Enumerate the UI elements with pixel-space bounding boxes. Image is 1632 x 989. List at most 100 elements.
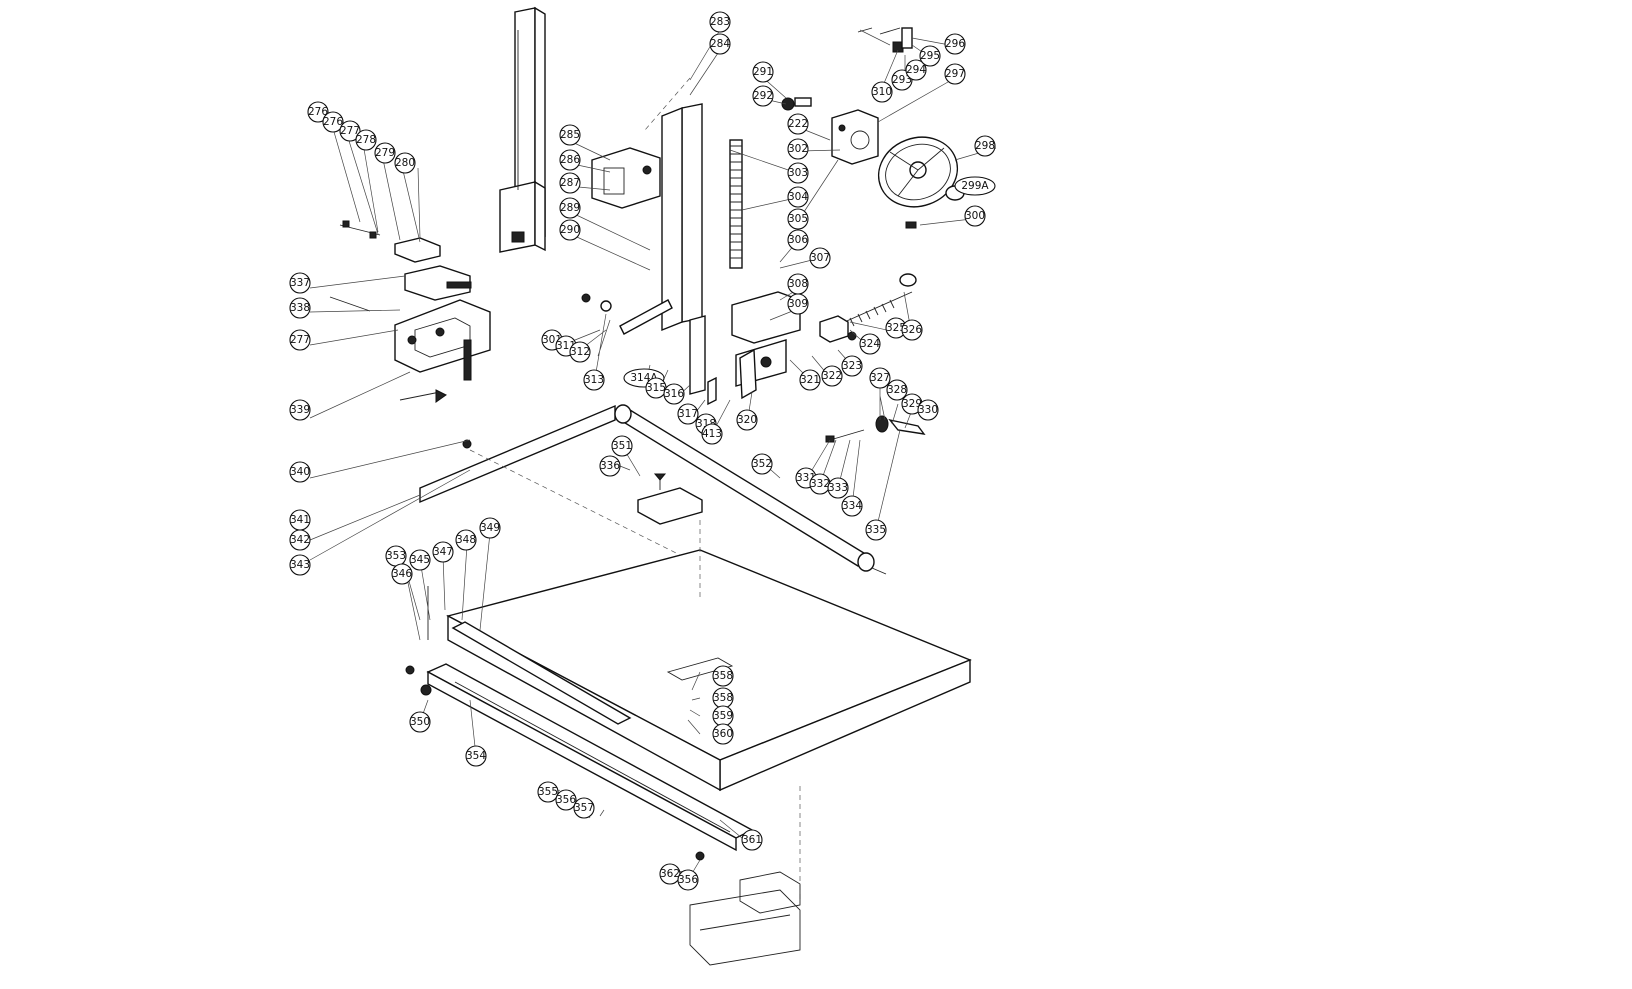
callout: 320 xyxy=(736,409,758,431)
callout: 345 xyxy=(409,549,431,571)
callout-ring xyxy=(339,120,361,142)
callout-label: 283 xyxy=(710,16,730,28)
callout-ring xyxy=(537,781,559,803)
callout: 356 xyxy=(677,869,699,891)
callout: 359 xyxy=(712,705,734,727)
callout-label: 356 xyxy=(556,794,576,806)
callout-label: 317 xyxy=(678,408,698,420)
callout-label: 337 xyxy=(290,277,310,289)
callout: 299A xyxy=(954,176,996,196)
callout-label: 276 xyxy=(323,116,343,128)
callout-ring xyxy=(432,541,454,563)
callout-ring xyxy=(409,711,431,733)
callout-label: 287 xyxy=(560,177,580,189)
callout-ring xyxy=(599,455,621,477)
callout-label: 310 xyxy=(872,86,892,98)
callout-ring xyxy=(964,205,986,227)
callout: 295 xyxy=(919,45,941,67)
callout-label: 345 xyxy=(410,554,430,566)
callout-label: 348 xyxy=(456,534,476,546)
callout-label: 362 xyxy=(660,868,680,880)
callout-label: 358 xyxy=(713,692,733,704)
callout-label: 361 xyxy=(742,834,762,846)
callout-label: 292 xyxy=(753,90,773,102)
callout-label: 354 xyxy=(466,750,486,762)
callout-label: 351 xyxy=(612,440,632,452)
callout: 326 xyxy=(901,319,923,341)
callout: 336 xyxy=(599,455,621,477)
pad xyxy=(637,473,703,525)
callout-ring xyxy=(569,341,591,363)
callout-ring xyxy=(391,563,413,585)
callout: 277 xyxy=(289,329,311,351)
callout-label: 338 xyxy=(290,302,310,314)
callout-ring xyxy=(919,45,941,67)
callout-label: 290 xyxy=(560,224,580,236)
callout: 340 xyxy=(289,461,311,483)
callout-ring xyxy=(611,435,633,457)
callout: 294 xyxy=(905,59,927,81)
callout-label: 302 xyxy=(788,143,808,155)
callout: 338 xyxy=(289,297,311,319)
callout-label: 312 xyxy=(570,346,590,358)
callout-label: 324 xyxy=(860,338,880,350)
callout-label: 359 xyxy=(713,710,733,722)
callout: 303 xyxy=(787,162,809,184)
callout: 283 xyxy=(709,11,731,33)
guide-post xyxy=(644,77,706,395)
callout-label: 335 xyxy=(866,524,886,536)
callout-label: 325 xyxy=(886,322,906,334)
callout-label: 298 xyxy=(975,140,995,152)
callout-ring xyxy=(465,745,487,767)
callout-label: 299A xyxy=(961,180,989,192)
callout: 279 xyxy=(374,142,396,164)
callout-label: 304 xyxy=(788,191,808,203)
callout-ring xyxy=(663,383,685,405)
callout-ring xyxy=(583,369,605,391)
callout-ring xyxy=(709,11,731,33)
callout-label: 343 xyxy=(290,559,310,571)
callout: 322 xyxy=(821,365,843,387)
callout-ring xyxy=(752,61,774,83)
callout: 298 xyxy=(974,135,996,157)
callout-label: 293 xyxy=(892,74,912,86)
callout-label: 308 xyxy=(788,278,808,290)
callout-ring xyxy=(859,333,881,355)
callout: 323 xyxy=(841,355,863,377)
callout-ring xyxy=(827,477,849,499)
callout: 328 xyxy=(886,379,908,401)
callout-label: 334 xyxy=(842,500,862,512)
callout: 287 xyxy=(559,172,581,194)
callout-label: 333 xyxy=(828,482,848,494)
callout: 278 xyxy=(355,129,377,151)
callout-ring xyxy=(409,549,431,571)
left-bracket-assembly xyxy=(329,220,491,403)
callout-ring xyxy=(677,403,699,425)
callout-ring xyxy=(322,111,344,133)
callout: 307 xyxy=(809,247,831,269)
callout: 276 xyxy=(307,101,329,123)
column-post xyxy=(499,6,546,253)
callout-label: 352 xyxy=(752,458,772,470)
callout-label: 291 xyxy=(753,66,773,78)
callout-ring xyxy=(289,554,311,576)
callout-ring xyxy=(307,101,329,123)
callout: 332 xyxy=(809,473,831,495)
callout: 350 xyxy=(409,711,431,733)
callout: 222 xyxy=(787,113,809,135)
callout-label: 286 xyxy=(560,154,580,166)
callout-label: 322 xyxy=(822,370,842,382)
callout: 341 xyxy=(289,509,311,531)
callout-ring xyxy=(841,355,863,377)
callout: 309 xyxy=(787,293,809,315)
latch xyxy=(825,415,926,443)
callout-label: 307 xyxy=(810,252,830,264)
callout: 358 xyxy=(712,687,734,709)
callout-ring xyxy=(871,81,893,103)
callout-label: 357 xyxy=(574,802,594,814)
callout: 356 xyxy=(555,789,577,811)
callout-label: 353 xyxy=(386,550,406,562)
fence-rail xyxy=(405,586,754,861)
callout-ring xyxy=(944,63,966,85)
callout: 413 xyxy=(701,423,723,445)
